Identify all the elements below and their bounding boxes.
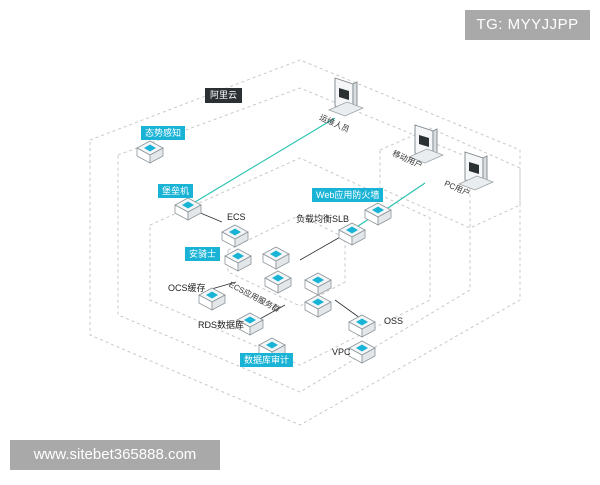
link-cluster-rds xyxy=(257,304,286,321)
tg-watermark: TG: MYYJJPP xyxy=(465,10,590,40)
link-users-waf xyxy=(384,182,426,211)
slb-label: 负载均衡SLB xyxy=(296,214,350,224)
link-bastion-ecs xyxy=(197,211,223,223)
mobile-terminal-icon xyxy=(407,124,445,164)
ocs-label: OCS缓存 xyxy=(168,283,206,293)
link-operator-bastion xyxy=(189,117,336,206)
operator-terminal-icon xyxy=(327,77,365,117)
security-guard-label: 安骑士 xyxy=(185,247,221,261)
link-slb-cluster xyxy=(299,235,343,261)
region-cloud xyxy=(117,87,471,393)
cluster-server-3-icon xyxy=(264,270,292,294)
security-guard-node-icon xyxy=(224,248,252,272)
cluster-server-4-icon xyxy=(304,294,332,318)
vpc-label: VPC xyxy=(332,347,351,357)
oss-label: OSS xyxy=(384,316,404,326)
region-outer xyxy=(89,59,521,426)
link-cluster-oss xyxy=(334,299,361,319)
rds-label: RDS数据库 xyxy=(198,320,245,330)
bastion-label: 堡垒机 xyxy=(158,184,194,198)
pc-terminal-icon xyxy=(457,151,495,191)
situation-label: 态势感知 xyxy=(141,126,186,140)
ecs-node-icon xyxy=(221,224,249,248)
region-ecs-cluster xyxy=(227,214,346,307)
cluster-server-1-icon xyxy=(262,246,290,270)
cloud-label: 阿里云 xyxy=(205,88,243,103)
site-watermark: www.sitebet365888.com xyxy=(10,440,220,470)
waf-label: Web应用防火墙 xyxy=(312,188,384,202)
situation-node-icon xyxy=(136,140,164,164)
ecs-label: ECS xyxy=(227,212,246,222)
vpc-node-icon xyxy=(348,340,376,364)
region-vpc xyxy=(149,157,431,366)
slb-node-icon xyxy=(338,222,366,246)
waf-node-icon xyxy=(364,202,392,226)
db-audit-label: 数据库审计 xyxy=(240,353,294,367)
region-users xyxy=(379,127,521,229)
oss-node-icon xyxy=(348,314,376,338)
